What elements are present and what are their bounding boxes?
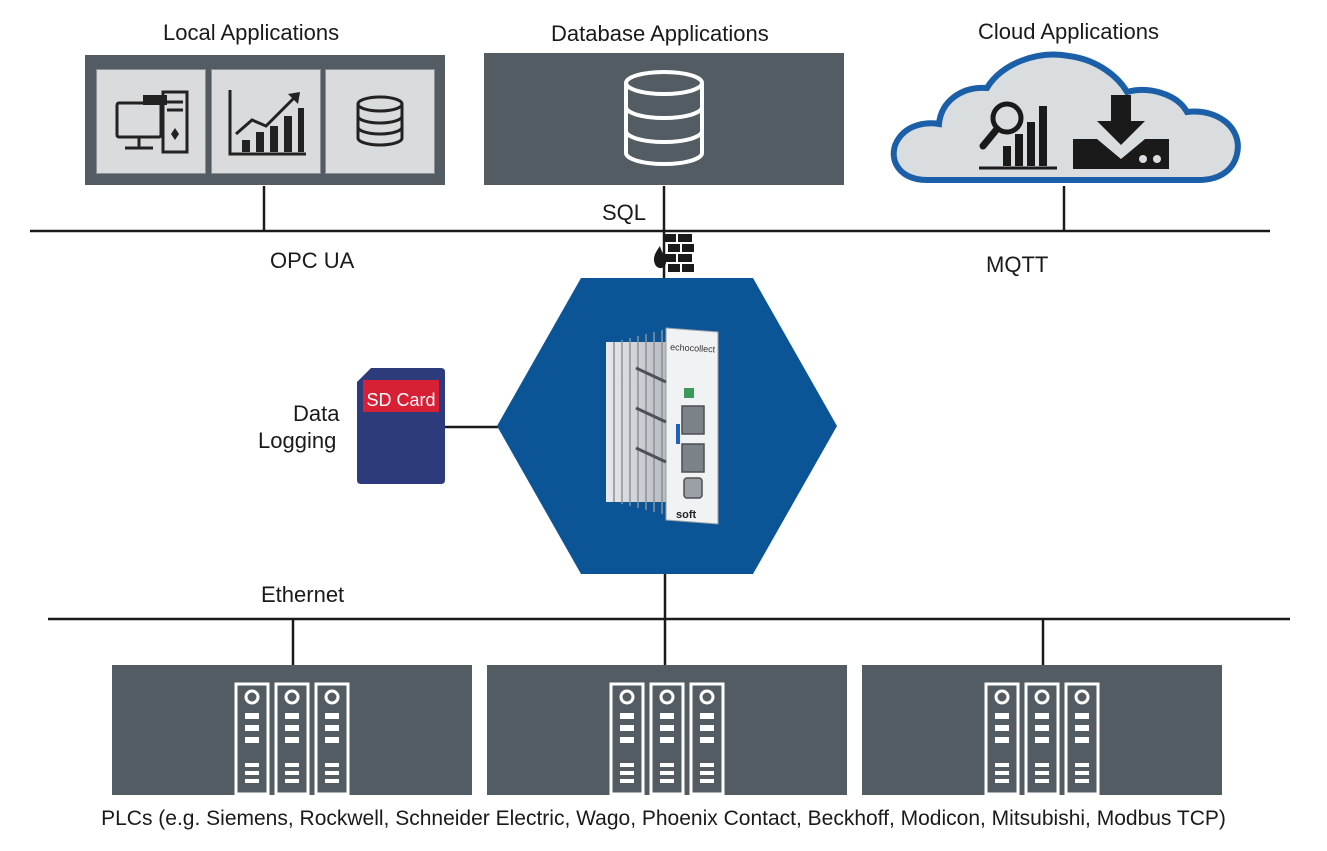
plc-caption: PLCs (e.g. Siemens, Rockwell, Schneider … <box>101 807 1226 830</box>
device-brand-top: echocollect <box>670 342 716 354</box>
sql-label: SQL <box>602 200 647 225</box>
plc-rack-icon <box>234 682 350 796</box>
download-icon <box>1073 95 1169 169</box>
plc-rack-icon <box>984 682 1100 796</box>
cloud-shape <box>890 51 1241 183</box>
local-tile-database <box>325 69 435 174</box>
sd-card-icon: SD Card <box>357 368 445 484</box>
plc-panel-1 <box>112 665 472 805</box>
cloud-applications-title: Cloud Applications <box>978 19 1160 44</box>
ethernet-label: Ethernet <box>261 582 345 607</box>
gateway-device-icon: echocollect soft <box>606 327 719 525</box>
local-tile-desktop <box>96 69 206 174</box>
analytics-search-icon <box>979 101 1057 170</box>
plc-panel-3 <box>862 665 1222 805</box>
plc-rack-icon <box>609 682 725 796</box>
data-logging-line1: Data <box>293 401 340 426</box>
sd-card-label: SD Card <box>366 390 435 410</box>
local-tile-chart <box>211 69 321 174</box>
database-icon <box>624 70 704 166</box>
database-applications-panel <box>484 53 844 185</box>
plc-caption-bar: PLCs (e.g. Siemens, Rockwell, Schneider … <box>0 795 1327 851</box>
device-brand-bottom: soft <box>676 509 697 521</box>
growth-chart-icon <box>228 90 306 156</box>
local-applications-title: Local Applications <box>163 20 340 45</box>
desktop-computer-icon <box>115 90 189 154</box>
data-logging-line2: Logging <box>258 428 337 453</box>
mqtt-label: MQTT <box>986 252 1049 277</box>
database-applications-title: Database Applications <box>551 21 769 46</box>
opc-ua-label: OPC UA <box>270 248 355 273</box>
plc-panel-2 <box>487 665 847 805</box>
firewall-icon <box>653 234 694 272</box>
local-applications-panel <box>85 55 445 185</box>
database-icon <box>356 95 404 147</box>
